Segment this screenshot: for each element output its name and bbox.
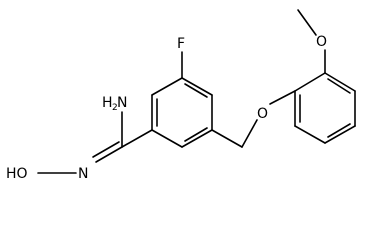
fluorobenzene-ring — [151, 77, 213, 148]
ring-b-bond-4 — [324, 125, 356, 144]
amine-h-label: H — [102, 95, 113, 111]
molecule-canvas: F O O H 2 N N HO — [6, 9, 356, 182]
ring-b-double-2 — [327, 123, 351, 138]
fluorine-label: F — [177, 36, 185, 52]
hydroxyl-label: HO — [6, 166, 28, 182]
methoxybenzene-ring — [294, 72, 356, 144]
ring-a-bond-1 — [151, 129, 183, 148]
ring-b-double-1 — [327, 78, 351, 94]
c-n-double-bond-2 — [92, 141, 120, 158]
o-aryl-bond — [269, 90, 296, 105]
ch2-o-bond — [241, 119, 258, 148]
ring-a-bond-4 — [181, 77, 213, 96]
oxime-nitrogen-label: N — [78, 166, 88, 182]
amidoxime-group — [37, 111, 153, 174]
methoxy-oxygen-label: O — [316, 34, 327, 50]
structure-drawing: F O O H 2 N N HO — [6, 9, 356, 182]
o-methyl-bond — [297, 9, 317, 36]
ring-b-bond-5 — [294, 125, 326, 144]
benzyl-ch2-bond — [211, 129, 243, 148]
c-n-double-bond-1 — [95, 146, 123, 163]
ring-b-bond-2 — [324, 72, 356, 92]
amine-sub-label: 2 — [112, 103, 118, 113]
ether-oxygen-label: O — [257, 106, 268, 122]
ring-a-double-3 — [184, 127, 208, 142]
amidine-carbon-bond — [121, 129, 153, 148]
ring-a-bond-6 — [181, 129, 213, 148]
ring-b-bond-1 — [294, 72, 326, 92]
amine-n-label: N — [117, 95, 127, 111]
ring-a-bond-3 — [151, 77, 183, 96]
ring-a-double-2 — [184, 83, 208, 98]
